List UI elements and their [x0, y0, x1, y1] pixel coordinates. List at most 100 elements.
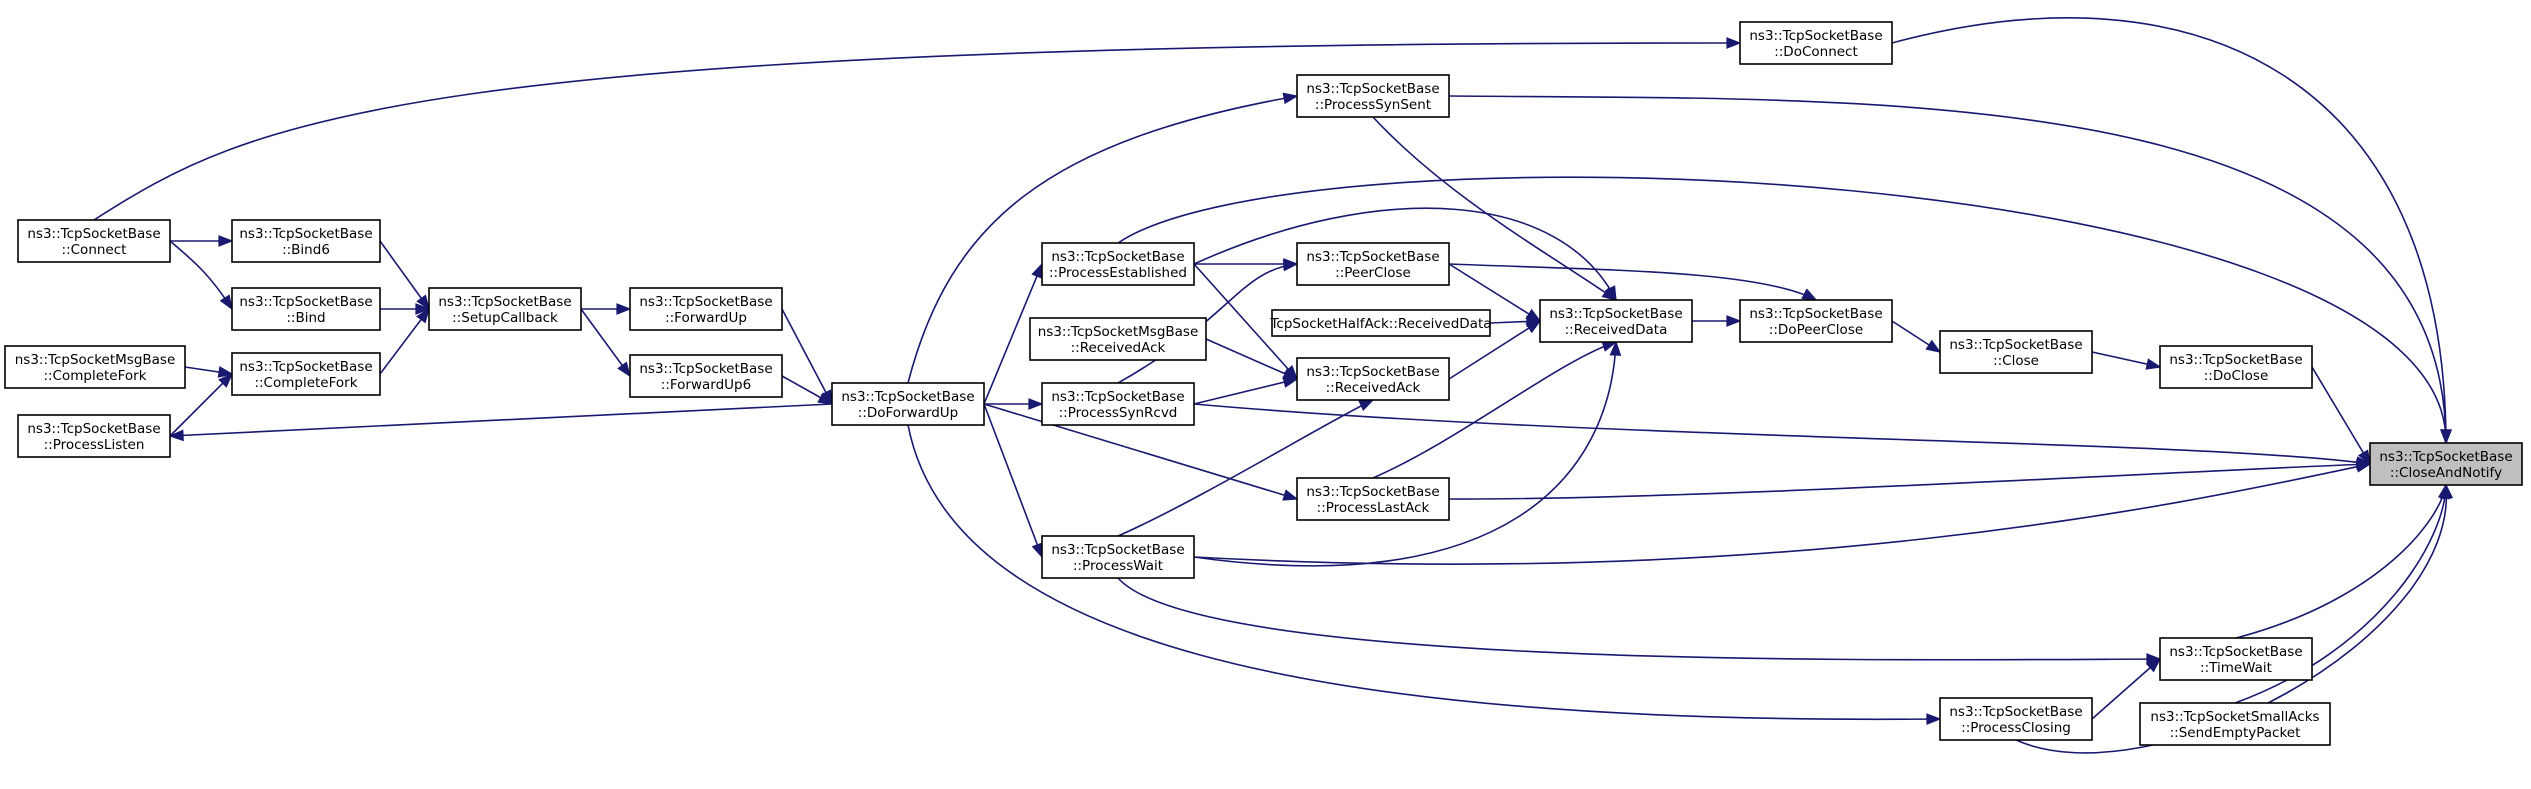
edge-line — [1448, 320, 1541, 380]
node-box — [2139, 702, 2331, 746]
node-time-wait[interactable]: ns3::TcpSocketBase::TimeWait — [2159, 637, 2313, 681]
edge-bind-to-setup_callback — [380, 303, 431, 315]
node-method-label: ::Connect — [62, 242, 127, 258]
edge-connect-to-do_connect — [93, 37, 1742, 221]
edge-process_syn_rcvd-to-received_ack — [1193, 376, 1299, 405]
node-class-label: ns3::TcpSocketBase — [1949, 337, 2082, 353]
node-method-label: ::ForwardUp6 — [661, 377, 751, 393]
arrow-head-icon — [2145, 358, 2162, 370]
arrow-head-icon — [2357, 449, 2371, 466]
edge-line — [1117, 176, 2447, 444]
node-process-last-ack[interactable]: ns3::TcpSocketBase::ProcessLastAck — [1296, 477, 1450, 521]
arrow-head-icon — [416, 294, 430, 311]
edge-line — [1372, 341, 1617, 479]
node-box — [1939, 697, 2093, 741]
edge-process_established-to-close_and_notify — [1117, 176, 2453, 445]
node-layer: ns3::TcpSocketBase::CloseAndNotifyns3::T… — [4, 21, 2523, 746]
node-msg-received-ack[interactable]: ns3::TcpSocketMsgBase::ReceivedAck — [1029, 317, 1207, 361]
node-close-and-notify[interactable]: ns3::TcpSocketBase::CloseAndNotify — [2369, 442, 2523, 486]
edge-setup_callback-to-forward_up6 — [580, 308, 631, 378]
edge-line — [1448, 263, 1541, 322]
node-process-listen[interactable]: ns3::TcpSocketBase::ProcessListen — [17, 414, 171, 458]
node-received-data[interactable]: ns3::TcpSocketBase::ReceivedData — [1539, 299, 1693, 343]
edge-line — [1891, 17, 2447, 444]
arrow-head-icon — [219, 294, 233, 311]
edge-setup_callback-to-forward_up — [581, 303, 632, 315]
edge-line — [1117, 577, 2161, 661]
node-process-closing[interactable]: ns3::TcpSocketBase::ProcessClosing — [1939, 697, 2093, 741]
arrow-head-icon — [1031, 542, 1043, 559]
node-method-label: ::ReceivedData — [1565, 322, 1668, 338]
node-forward-up6[interactable]: ns3::TcpSocketBase::ForwardUp6 — [629, 354, 783, 398]
edge-bind6-to-setup_callback — [379, 240, 430, 311]
edge-line — [1193, 207, 1617, 301]
node-method-label: ::ProcessWait — [1073, 558, 1163, 574]
node-class-label: ns3::TcpSocketBase — [2379, 449, 2512, 465]
arrow-head-icon — [1601, 287, 1618, 301]
node-class-label: ns3::TcpSocketBase — [27, 421, 160, 437]
node-setup-callback[interactable]: ns3::TcpSocketBase::SetupCallback — [428, 287, 582, 331]
node-box — [4, 345, 186, 389]
node-do-peer-close[interactable]: ns3::TcpSocketBase::DoPeerClose — [1739, 299, 1893, 343]
node-received-ack[interactable]: ns3::TcpSocketBase::ReceivedAck — [1296, 357, 1450, 401]
node-method-label: ::CompleteFork — [43, 368, 146, 384]
node-msg-complete-fork[interactable]: ns3::TcpSocketMsgBase::CompleteFork — [4, 345, 186, 389]
node-complete-fork[interactable]: ns3::TcpSocketBase::CompleteFork — [231, 352, 381, 396]
node-class-label: ns3::TcpSocketBase — [1306, 249, 1439, 265]
edge-received_ack-to-received_data — [1448, 320, 1542, 380]
node-do-connect[interactable]: ns3::TcpSocketBase::DoConnect — [1739, 21, 1893, 65]
edge-line — [379, 240, 430, 310]
node-method-label: ::ProcessSynSent — [1315, 97, 1431, 113]
node-forward-up[interactable]: ns3::TcpSocketBase::ForwardUp — [629, 287, 783, 331]
arrow-head-icon — [1031, 262, 1043, 279]
arrow-head-icon — [817, 392, 834, 405]
arrow-head-icon — [1926, 713, 1942, 726]
node-process-syn-sent[interactable]: ns3::TcpSocketBase::ProcessSynSent — [1296, 74, 1450, 118]
node-method-label: ::ProcessEstablished — [1049, 265, 1187, 281]
node-box — [1041, 535, 1195, 579]
arrow-head-icon — [218, 372, 234, 388]
node-box — [1041, 382, 1195, 426]
node-process-syn-rcvd[interactable]: ns3::TcpSocketBase::ProcessSynRcvd — [1041, 382, 1195, 426]
edge-msg_complete_fork-to-complete_fork — [184, 366, 234, 378]
node-box — [2369, 442, 2523, 486]
node-peer-close[interactable]: ns3::TcpSocketBase::PeerClose — [1296, 242, 1450, 286]
node-do-forward-up[interactable]: ns3::TcpSocketBase::DoForwardUp — [831, 382, 985, 426]
node-connect[interactable]: ns3::TcpSocketBase::Connect — [17, 219, 171, 263]
node-process-established[interactable]: ns3::TcpSocketBase::ProcessEstablished — [1041, 242, 1195, 286]
node-bind[interactable]: ns3::TcpSocketBase::Bind — [231, 287, 381, 331]
arrow-head-icon — [1358, 399, 1375, 412]
edge-line — [983, 263, 1043, 405]
node-send-empty-packet[interactable]: ns3::TcpSocketSmallAcks::SendEmptyPacket — [2139, 702, 2331, 746]
node-class-label: ns3::TcpSocketBase — [1051, 389, 1184, 405]
edge-line — [2235, 484, 2447, 639]
node-box — [1739, 299, 1893, 343]
edge-line — [1448, 95, 2447, 444]
edge-line — [169, 403, 833, 437]
node-method-label: ::ProcessListen — [44, 437, 145, 453]
arrow-head-icon — [416, 307, 431, 324]
node-box — [17, 219, 171, 263]
arrow-head-icon — [1726, 315, 1742, 327]
node-close[interactable]: ns3::TcpSocketBase::Close — [1939, 330, 2093, 374]
node-box — [1029, 317, 1207, 361]
node-class-label: ns3::TcpSocketBase — [639, 361, 772, 377]
edge-line — [907, 95, 1298, 384]
edge-msg_received_ack-to-received_ack — [1205, 338, 1299, 380]
edge-process_wait-to-close_and_notify — [1193, 461, 2372, 565]
node-bind6[interactable]: ns3::TcpSocketBase::Bind6 — [231, 219, 381, 263]
node-box — [1296, 242, 1450, 286]
node-box — [1271, 309, 1491, 337]
edge-line — [169, 240, 233, 310]
node-box — [2159, 637, 2313, 681]
edge-line — [580, 308, 631, 377]
node-do-close[interactable]: ns3::TcpSocketBase::DoClose — [2159, 345, 2313, 389]
node-method-label: ::DoPeerClose — [1769, 322, 1863, 338]
node-class-label: ns3::TcpSocketBase — [1749, 28, 1882, 44]
arrow-head-icon — [415, 303, 431, 315]
node-half-ack-received-data[interactable]: TcpSocketHalfAck::ReceivedData — [1269, 309, 1492, 337]
node-class-label: ns3::TcpSocketBase — [841, 389, 974, 405]
node-process-wait[interactable]: ns3::TcpSocketBase::ProcessWait — [1041, 535, 1195, 579]
node-box — [231, 352, 381, 396]
edge-line — [1193, 378, 1298, 405]
